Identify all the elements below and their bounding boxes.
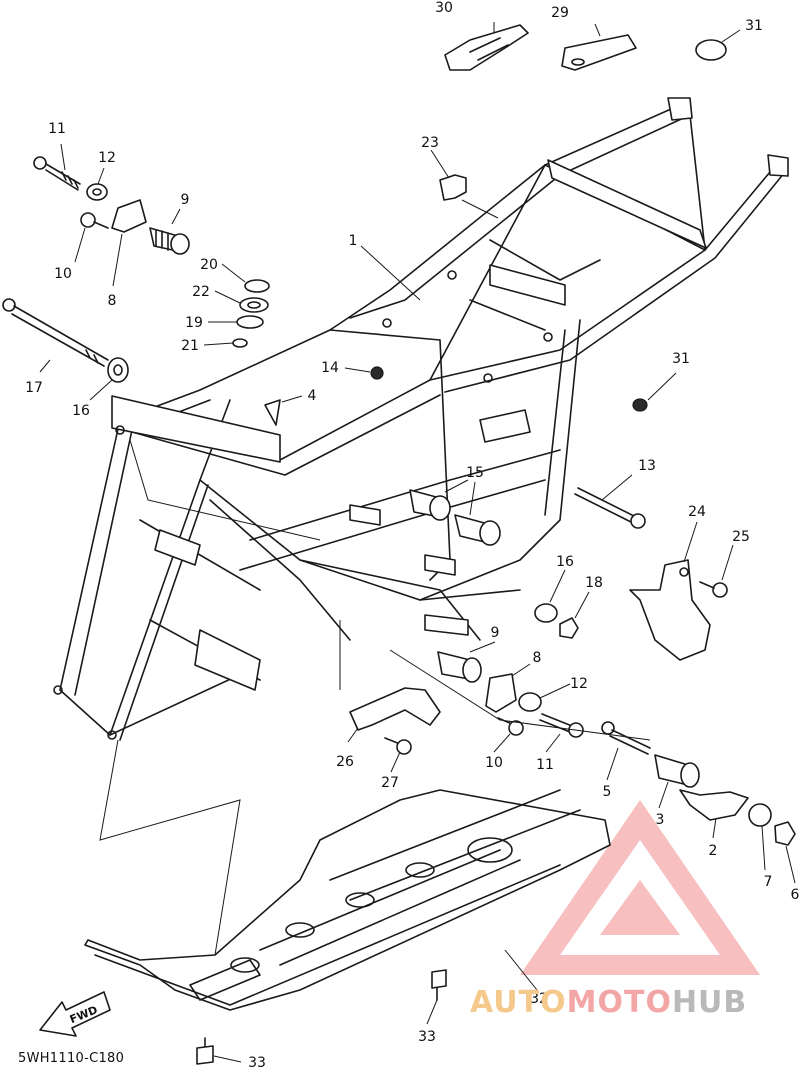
callout-label: 19 [185,315,203,331]
callout-label: 33 [418,1029,436,1045]
watermark-hub: HUB [671,985,748,1020]
part-5-bolt [601,721,651,755]
part-1-main-frame [53,97,789,741]
part-23-stay [439,174,467,201]
part-11-bolt-lower [539,713,584,738]
callout-label: 31 [745,18,763,34]
callout-label: 14 [321,360,339,376]
callout-label: 21 [181,338,199,354]
callout-label: 7 [764,874,773,890]
callout-label: 11 [48,121,66,137]
part-8-bracket-lower [485,673,517,713]
parts-19-22-washers [232,279,270,348]
part-17-long-bolt [2,298,109,367]
part-33-bolt-bottom [196,1037,214,1065]
callout-label: 22 [192,284,210,300]
callout-label: 10 [485,755,503,771]
diagram-code: 5WH1110-C180 [18,1051,125,1066]
part-16-washer-upper [107,357,129,383]
callout-label: 25 [732,529,750,545]
callout-label: 13 [638,458,656,474]
callout-label: 17 [25,380,43,396]
leader-lines [39,22,796,1063]
part-13-bolt [574,487,646,529]
callout-label: 26 [336,754,354,770]
part-12-collar-upper [86,183,108,201]
part-9-bush-lower [437,651,482,683]
part-14-grommet [370,366,384,380]
part-6-nut [774,821,796,846]
callout-label: 12 [98,150,116,166]
part-11-bolt-upper [33,156,81,191]
part-32-skid-plate [84,789,611,1011]
callout-label: 29 [551,5,569,21]
callout-label: 23 [421,135,439,151]
callout-label: 9 [181,192,190,208]
callout-label: 5 [603,784,612,800]
part-33-bolt-front [431,969,447,1001]
watermark-moto: MOTO [566,985,672,1020]
part-26-bracket [349,687,441,731]
part-9-bush-upper [149,227,190,255]
part-12-collar-lower [518,692,542,712]
callout-label: 1 [349,233,358,249]
callout-label: 12 [570,676,588,692]
callout-label: 16 [556,554,574,570]
part-7-collar [748,803,772,827]
part-30-bracket [444,24,529,71]
part-8-bracket-upper [111,199,147,233]
part-31-grommet-frame [632,398,648,412]
callout-label: 31 [672,351,690,367]
part-2-bracket [679,789,749,821]
callout-label: 18 [585,575,603,591]
callout-label: 8 [533,650,542,666]
fwd-arrow: FWD [39,991,111,1037]
callout-label: 6 [791,887,800,903]
part-18-nut [559,617,579,639]
watermark-logo [520,800,760,975]
callout-label: 10 [54,266,72,282]
part-15-bushes [409,489,501,546]
part-31-grommet [695,39,727,61]
callout-label: 3 [656,812,665,828]
callout-label: 11 [536,757,554,773]
part-24-bracket [629,559,711,661]
part-10-bolt-upper [80,212,109,229]
part-16-washer-lower [534,603,558,623]
callout-label: 30 [435,0,453,16]
callout-label: 16 [72,403,90,419]
watermark-auto: AUTO [470,985,567,1020]
callout-label: 32 [530,991,548,1007]
callout-labels: 30 29 31 23 11 12 9 10 8 1 20 22 19 21 1… [25,0,799,1071]
callout-label: 8 [108,293,117,309]
part-25-bolt [699,581,728,598]
callout-label: 15 [466,465,484,481]
callout-label: 33 [248,1055,266,1071]
part-29-plate [561,34,637,71]
callout-label: 20 [200,257,218,273]
part-27-bolt [384,737,412,755]
callout-label: 2 [709,843,718,859]
watermark-brand: AUTOMOTOHUB [470,985,770,1025]
callout-label: 9 [491,625,500,641]
callout-label: 24 [688,504,706,520]
part-4-screw [264,399,281,426]
callout-label: 27 [381,775,399,791]
callout-label: 4 [308,388,317,404]
part-3-bush [654,754,700,788]
